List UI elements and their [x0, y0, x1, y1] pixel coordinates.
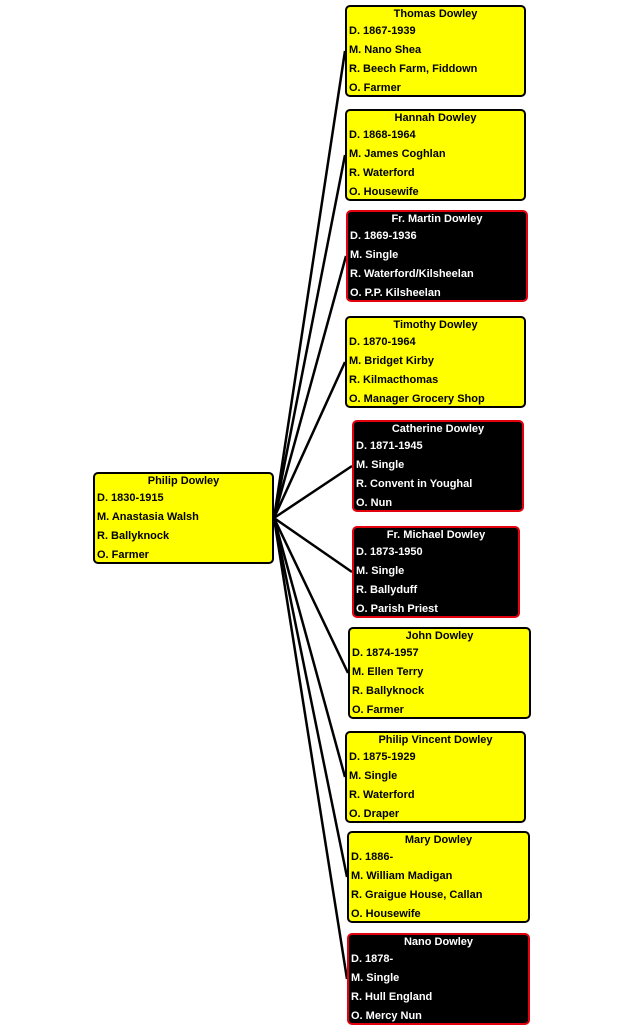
person-name: Fr. Martin Dowley: [391, 213, 483, 225]
child-box-nano-dowley: Nano Dowley D. 1878- M. Single R. Hull E…: [347, 933, 530, 1025]
person-marriage: M. Anastasia Walsh: [97, 511, 199, 523]
child-box-fr-martin-dowley: Fr. Martin Dowley D. 1869-1936 M. Single…: [346, 210, 528, 302]
person-occupation: O. Housewife: [351, 908, 421, 920]
person-name: Philip Vincent Dowley: [378, 734, 493, 746]
person-occupation: O. Farmer: [97, 549, 149, 561]
connector-line: [272, 50, 347, 519]
person-marriage: M. Single: [351, 972, 400, 984]
person-dates: D. 1875-1929: [349, 751, 416, 763]
person-occupation: O. Farmer: [349, 82, 401, 94]
child-box-philip-vincent-dowley: Philip Vincent Dowley D. 1875-1929 M. Si…: [345, 731, 526, 823]
person-occupation: O. Nun: [356, 497, 393, 509]
child-box-catherine-dowley: Catherine Dowley D. 1871-1945 M. Single …: [352, 420, 524, 512]
child-box-hannah-dowley: Hannah Dowley D. 1868-1964 M. James Cogh…: [345, 109, 526, 201]
connector-line: [272, 517, 349, 878]
connector-line: [273, 464, 353, 520]
person-name: Nano Dowley: [403, 936, 474, 948]
person-name: Thomas Dowley: [393, 8, 478, 20]
connector-line: [272, 517, 349, 980]
person-marriage: M. Single: [350, 249, 399, 261]
person-residence: R. Ballyknock: [97, 530, 170, 542]
person-residence: R. Convent in Youghal: [356, 478, 473, 490]
person-dates: D. 1870-1964: [349, 336, 416, 348]
child-box-john-dowley: John Dowley D. 1874-1957 M. Ellen Terry …: [348, 627, 531, 719]
person-dates: D. 1830-1915: [97, 492, 164, 504]
person-marriage: M. Ellen Terry: [352, 666, 424, 678]
person-dates: D. 1868-1964: [349, 129, 416, 141]
person-dates: D. 1874-1957: [352, 647, 419, 659]
person-name: Timothy Dowley: [393, 319, 478, 331]
person-residence: R. Graigue House, Callan: [351, 889, 483, 901]
person-occupation: O. Manager Grocery Shop: [349, 393, 485, 405]
connector-line: [272, 154, 347, 519]
person-marriage: M. Bridget Kirby: [349, 355, 434, 367]
person-name: Catherine Dowley: [391, 423, 485, 435]
person-name: Fr. Michael Dowley: [386, 529, 486, 541]
person-dates: D. 1871-1945: [356, 440, 423, 452]
person-dates: D. 1873-1950: [356, 546, 423, 558]
child-box-timothy-dowley: Timothy Dowley D. 1870-1964 M. Bridget K…: [345, 316, 526, 408]
person-dates: D. 1878-: [351, 953, 394, 965]
person-residence: R. Waterford: [349, 167, 415, 179]
connector-line: [272, 255, 348, 519]
person-residence: R. Ballyknock: [352, 685, 425, 697]
person-residence: R. Waterford/Kilsheelan: [350, 268, 474, 280]
person-occupation: O. Draper: [349, 808, 400, 820]
person-name: Hannah Dowley: [394, 112, 477, 124]
person-residence: R. Ballyduff: [356, 584, 418, 596]
person-dates: D. 1869-1936: [350, 230, 417, 242]
connector-line: [272, 517, 350, 674]
person-marriage: M. Nano Shea: [349, 44, 422, 56]
person-dates: D. 1886-: [351, 851, 394, 863]
person-occupation: O. Parish Priest: [356, 603, 438, 615]
person-name: Mary Dowley: [404, 834, 473, 846]
person-marriage: M. James Coghlan: [349, 148, 446, 160]
person-name: Philip Dowley: [147, 475, 220, 487]
person-marriage: M. Single: [356, 459, 405, 471]
person-marriage: M. Single: [356, 565, 405, 577]
person-occupation: O. P.P. Kilsheelan: [350, 287, 441, 299]
connector-line: [272, 517, 347, 778]
connector-line: [272, 361, 347, 519]
person-residence: R. Hull England: [351, 991, 433, 1003]
connector-line: [273, 516, 353, 574]
person-marriage: M. Single: [349, 770, 398, 782]
person-name: John Dowley: [405, 630, 474, 642]
child-box-thomas-dowley: Thomas Dowley D. 1867-1939 M. Nano Shea …: [345, 5, 526, 97]
root-person-box: Philip Dowley D. 1830-1915 M. Anastasia …: [93, 472, 274, 564]
person-occupation: O. Housewife: [349, 186, 419, 198]
person-dates: D. 1867-1939: [349, 25, 416, 37]
person-residence: R. Waterford: [349, 789, 415, 801]
child-box-fr-michael-dowley: Fr. Michael Dowley D. 1873-1950 M. Singl…: [352, 526, 520, 618]
person-residence: R. Beech Farm, Fiddown: [349, 63, 478, 75]
person-marriage: M. William Madigan: [351, 870, 453, 882]
person-occupation: O. Mercy Nun: [351, 1010, 422, 1022]
child-box-mary-dowley: Mary Dowley D. 1886- M. William Madigan …: [347, 831, 530, 923]
person-residence: R. Kilmacthomas: [349, 374, 439, 386]
person-occupation: O. Farmer: [352, 704, 404, 716]
